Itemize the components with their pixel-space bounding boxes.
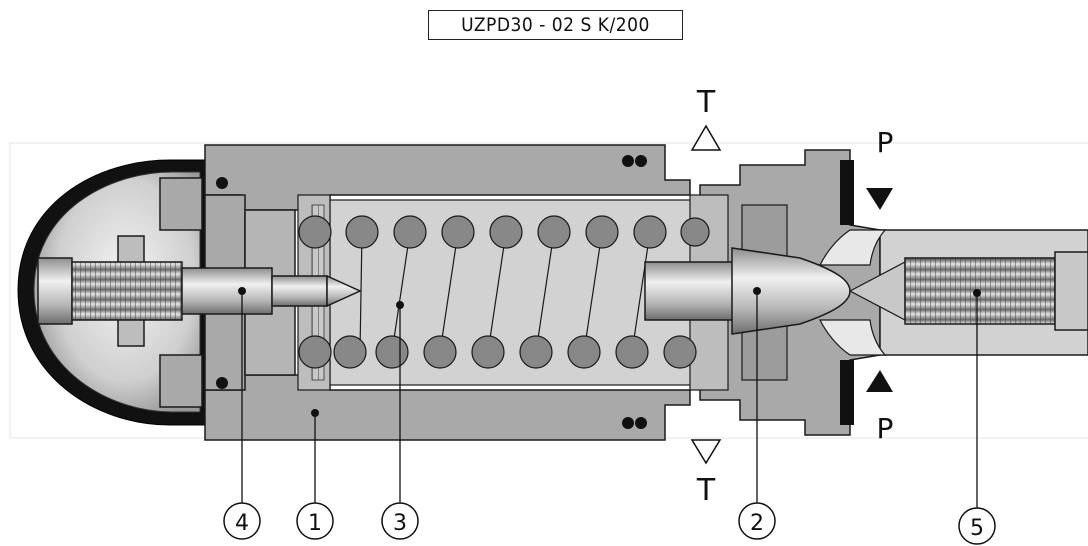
callout-leaders	[241, 291, 978, 509]
tank-bottom-arrow-icon	[690, 439, 722, 465]
damping-piston	[904, 251, 1088, 331]
callout-dots	[238, 287, 981, 417]
pressure-bottom-arrow-icon	[866, 370, 893, 392]
tank-port-top-label: T	[696, 85, 716, 120]
callout-1: 1	[296, 502, 334, 540]
tank-port-top: T	[690, 85, 722, 151]
tank-top-arrow-icon	[690, 124, 722, 151]
svg-text:3: 3	[393, 511, 407, 536]
adjusting-screw	[37, 257, 362, 325]
seals	[216, 155, 647, 429]
pressure-port-top: P	[866, 126, 893, 210]
svg-text:2: 2	[750, 511, 764, 536]
pressure-port-bottom: P	[866, 370, 893, 445]
poppet	[644, 247, 906, 335]
svg-text:4: 4	[235, 511, 249, 536]
tank-port-bottom-label: T	[696, 473, 716, 508]
callout-2: 2	[738, 502, 776, 540]
svg-text:5: 5	[970, 516, 984, 541]
pressure-port-bottom-label: P	[877, 412, 894, 445]
svg-text:1: 1	[308, 511, 322, 536]
pressure-port-top-label: P	[877, 126, 894, 159]
callout-4: 4	[223, 502, 261, 540]
callout-3: 3	[381, 502, 419, 540]
tank-port-bottom: T	[690, 439, 722, 508]
spring	[298, 215, 710, 369]
callout-5: 5	[958, 507, 996, 545]
model-title: UZPD30 - 02 S K/200	[428, 10, 683, 40]
pressure-top-arrow-icon	[866, 188, 893, 210]
